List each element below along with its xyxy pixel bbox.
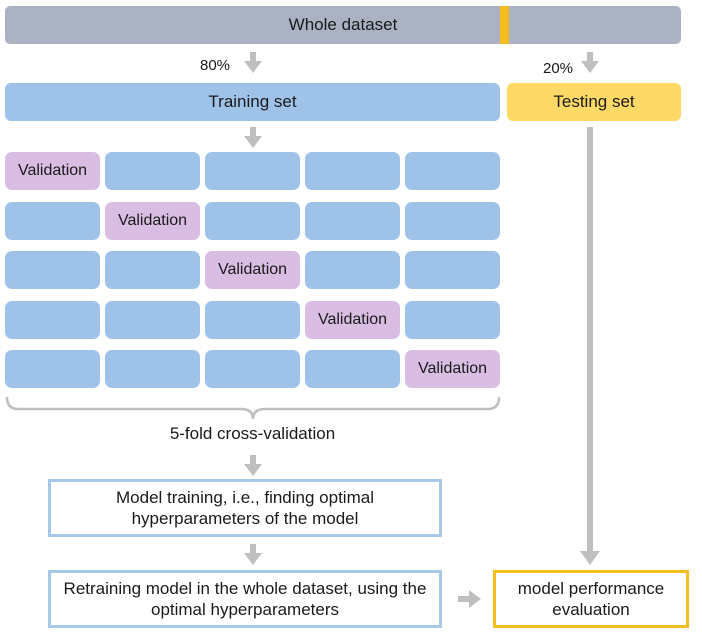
whole-dataset-bar: Whole dataset: [5, 6, 681, 44]
test-split-marker: [500, 6, 509, 44]
training-fold: [405, 202, 500, 240]
validation-fold: Validation: [305, 301, 400, 339]
training-fold: [405, 301, 500, 339]
training-fold: [305, 251, 400, 289]
validation-fold: Validation: [405, 350, 500, 388]
arrow-to-testing-icon: [581, 52, 599, 73]
training-fold: [105, 350, 200, 388]
validation-fold: Validation: [205, 251, 300, 289]
arrow-testing-to-evaluation-icon: [580, 127, 600, 565]
arrow-to-folds-icon: [244, 127, 262, 148]
training-fold: [405, 152, 500, 190]
training-fold: [105, 251, 200, 289]
retraining-text: Retraining model in the whole dataset, u…: [63, 579, 427, 619]
training-fold: [5, 251, 100, 289]
retraining-box: Retraining model in the whole dataset, u…: [48, 570, 442, 628]
validation-label: Validation: [17, 162, 88, 179]
testing-set-label: Testing set: [553, 92, 635, 111]
arrow-to-model-training-icon: [244, 455, 262, 476]
cross-validation-label: 5-fold cross-validation: [169, 424, 336, 443]
model-training-box: Model training, i.e., finding optimal hy…: [48, 479, 442, 537]
training-fold: [305, 202, 400, 240]
training-fold: [205, 301, 300, 339]
validation-label: Validation: [317, 311, 388, 328]
validation-label: Validation: [417, 360, 488, 377]
training-fold: [205, 350, 300, 388]
validation-fold: Validation: [5, 152, 100, 190]
training-fold: [205, 152, 300, 190]
arrow-to-evaluation-icon: [458, 590, 481, 608]
training-fold: [305, 350, 400, 388]
arrow-to-retraining-icon: [244, 544, 262, 565]
training-fold: [5, 301, 100, 339]
training-fold: [405, 251, 500, 289]
training-fold: [205, 202, 300, 240]
testing-set-bar: Testing set: [507, 83, 681, 121]
validation-label: Validation: [217, 261, 288, 278]
training-fold: [105, 301, 200, 339]
training-set-label: Training set: [208, 92, 297, 111]
training-fold: [5, 202, 100, 240]
evaluation-text: model performance evaluation: [517, 579, 665, 619]
validation-fold: Validation: [105, 202, 200, 240]
fold-brace-icon: [5, 396, 501, 420]
evaluation-box: model performance evaluation: [493, 570, 689, 628]
training-fold: [105, 152, 200, 190]
training-fold: [5, 350, 100, 388]
validation-label: Validation: [117, 212, 188, 229]
model-training-text: Model training, i.e., finding optimal hy…: [116, 488, 374, 528]
training-fold: [305, 152, 400, 190]
train-percent-label: 80%: [200, 57, 231, 74]
test-percent-label: 20%: [543, 60, 574, 77]
training-set-bar: Training set: [5, 83, 500, 121]
whole-dataset-label: Whole dataset: [288, 15, 398, 34]
arrow-to-training-icon: [244, 52, 262, 73]
